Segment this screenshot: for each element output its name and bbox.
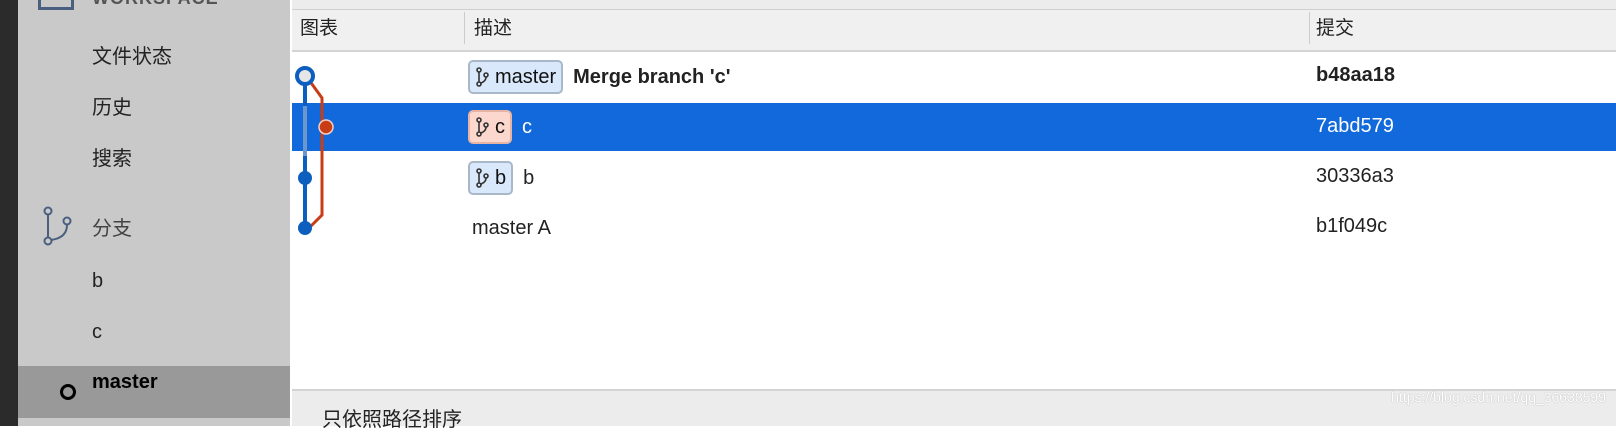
left-edge xyxy=(0,0,18,426)
tag-label: b xyxy=(495,166,507,189)
monitor-icon xyxy=(38,0,74,10)
table-row[interactable]: master A b1f049c xyxy=(292,203,1616,253)
branch-icon xyxy=(476,117,489,137)
commit-graph xyxy=(295,66,334,235)
column-graph[interactable]: 图表 xyxy=(300,18,339,39)
commit-message: Merge branch 'c' xyxy=(573,65,731,88)
commit-message: c xyxy=(522,115,532,138)
toolbar-edge xyxy=(292,0,1616,10)
sidebar-item-history[interactable]: 历史 xyxy=(92,97,132,119)
commit-message: b xyxy=(523,166,535,189)
branch-item-master-selected[interactable]: master xyxy=(18,366,290,418)
tag-label: c xyxy=(495,115,505,138)
tag-label: master xyxy=(495,65,557,88)
bottom-bar: 只依照路径排序 https://blog.csdn.net/qq_3663859… xyxy=(292,389,1616,431)
branch-item-master: master xyxy=(92,371,158,393)
table-header: 图表 描述 提交 xyxy=(292,10,1616,52)
commit-hash: 7abd579 xyxy=(1316,115,1394,137)
column-divider[interactable] xyxy=(464,12,465,44)
graph-node-b[interactable] xyxy=(298,171,312,185)
branch-icon xyxy=(476,168,489,188)
graph-node-c[interactable] xyxy=(318,119,334,135)
sidebar-item-search[interactable]: 搜索 xyxy=(92,148,132,170)
graph-node-merge[interactable] xyxy=(295,66,315,86)
graph-node-a[interactable] xyxy=(298,221,312,235)
current-branch-icon xyxy=(60,384,76,400)
column-divider[interactable] xyxy=(1309,12,1310,44)
branch-item-c[interactable]: c xyxy=(92,321,102,343)
table-row[interactable]: master Merge branch 'c' b48aa18 xyxy=(292,52,1616,102)
branch-tag-c[interactable]: c xyxy=(468,110,512,144)
commit-message: master A xyxy=(472,216,551,239)
branch-icon xyxy=(476,67,489,87)
workspace-header: WORKSPACE xyxy=(92,0,219,9)
branches-header[interactable]: 分支 xyxy=(92,218,132,240)
sort-option[interactable]: 只依照路径排序 xyxy=(322,409,462,431)
watermark: https://blog.csdn.net/qq_36638599 xyxy=(1391,389,1606,405)
branch-icon xyxy=(43,206,72,246)
commit-hash: 30336a3 xyxy=(1316,165,1394,187)
graph-line-c xyxy=(307,79,324,230)
branch-item-b[interactable]: b xyxy=(92,270,104,292)
commit-hash: b48aa18 xyxy=(1316,64,1395,86)
sidebar: WORKSPACE 文件状态 历史 搜索 分支 b c master xyxy=(18,0,290,426)
column-commit[interactable]: 提交 xyxy=(1316,18,1355,39)
branch-tag-b[interactable]: b xyxy=(468,161,514,195)
sidebar-item-file-status[interactable]: 文件状态 xyxy=(92,46,172,68)
branch-tag-master[interactable]: master xyxy=(468,60,564,94)
column-description[interactable]: 描述 xyxy=(474,18,513,39)
commit-hash: b1f049c xyxy=(1316,215,1388,237)
